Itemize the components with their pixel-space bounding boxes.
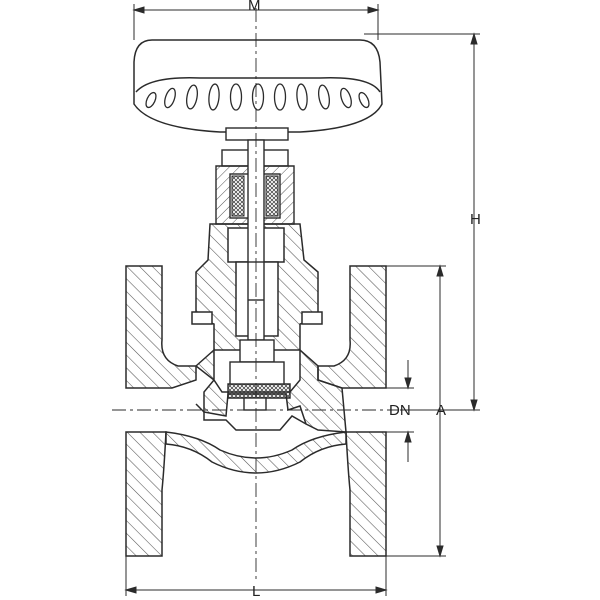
dimension-lines [124,4,480,596]
dimension-label-h: H [470,211,481,228]
handwheel-hub [225,127,289,141]
dimension-label-l: L [252,583,261,600]
handwheel-grip-slots [145,83,370,111]
valve-disc [227,339,291,411]
dimension-label-dn: DN [389,402,411,419]
packing-rings [231,175,279,217]
left-flange [125,265,197,557]
centerlines [112,8,398,582]
dimension-label-a: A [436,402,447,419]
dimension-label-m: M [248,0,261,14]
